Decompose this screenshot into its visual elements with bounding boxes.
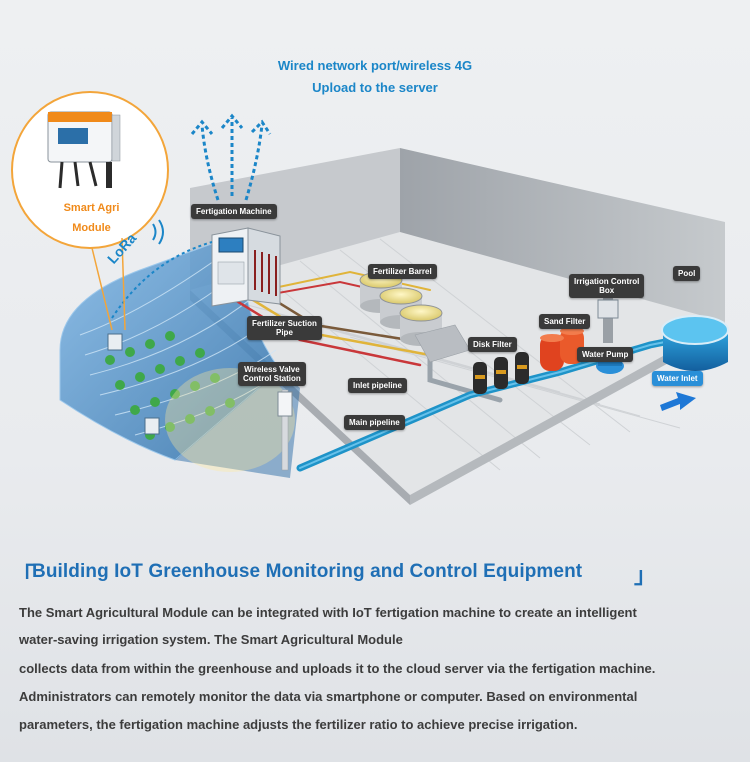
upload-arrows-icon [190,113,272,201]
label-irrigation-control-box-line1: Irrigation Control [574,277,640,286]
label-disk-filter: Disk Filter [468,337,517,352]
description-line: water-saving irrigation system. The Smar… [19,632,403,647]
section-title-text: Building IoT Greenhouse Monitoring and C… [32,561,583,582]
irrigation-control-box-icon [597,295,619,343]
label-wireless-valve-control-station: Wireless Valve Control Station [238,362,306,386]
network-upload-line2: Upload to the server [312,80,438,95]
wireless-signal-icon [152,219,164,245]
description-line: parameters, the fertigation machine adju… [19,717,578,732]
label-fertilizer-suction-pipe-line2: Pipe [276,328,293,337]
label-irrigation-control-box-line2: Box [599,286,615,295]
label-irrigation-control-box: Irrigation Control Box [569,274,645,298]
label-pool: Pool [673,266,701,281]
label-main-pipeline: Main pipeline [344,415,405,430]
module-label-line1: Smart Agri [63,202,120,214]
smart-agri-module-icon [47,111,121,189]
valve-station-pole [281,389,289,471]
label-fertilizer-barrel: Fertilizer Barrel [368,264,437,279]
section-title: 「 Building IoT Greenhouse Monitoring and… [12,558,742,588]
network-upload-line1: Wired network port/wireless 4G [277,58,473,73]
water-inlet-arrow-icon [660,392,696,411]
label-sand-filter: Sand Filter [539,314,591,329]
greenhouse-irrigation-diagram [11,91,729,505]
pool-icon [661,315,729,371]
module-label-line2: Module [72,222,111,234]
label-wireless-valve-line1: Wireless Valve [244,365,300,374]
sand-filter-icon [540,327,584,371]
disk-filter-icon [473,352,529,394]
title-bracket-close: 」 [634,563,657,588]
fertigation-machine-icon [211,227,281,307]
label-water-pump: Water Pump [577,347,634,362]
label-wireless-valve-line2: Control Station [243,374,301,383]
label-fertigation-machine: Fertigation Machine [191,204,277,219]
title-bracket-open: 「 [12,563,35,588]
label-fertilizer-suction-pipe: Fertilizer Suction Pipe [247,316,322,340]
description-line: collects data from within the greenhouse… [19,661,656,676]
crop-rows [105,331,235,440]
module-label: Smart Agri Module [44,198,139,238]
sensor-unit-icon [107,333,123,351]
label-water-inlet: Water Inlet [652,371,703,386]
label-fertilizer-suction-pipe-line1: Fertilizer Suction [252,319,317,328]
sensor-unit-icon [144,417,160,435]
description-line: The Smart Agricultural Module can be int… [19,605,637,620]
greenhouse-highlight [165,368,295,472]
description-line: Administrators can remotely monitor the … [19,689,638,704]
label-inlet-pipeline: Inlet pipeline [348,378,407,393]
